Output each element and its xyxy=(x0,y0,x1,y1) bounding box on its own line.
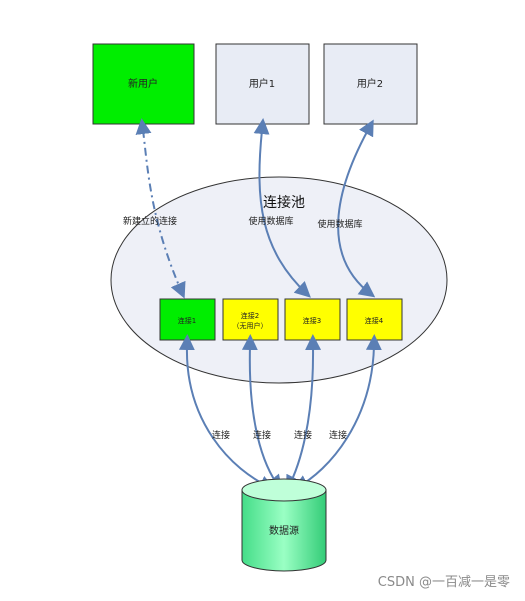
new-connection-edge-label: 新建立的连接 xyxy=(123,215,177,227)
link-edge-label-1: 连接 xyxy=(212,429,230,441)
use-db-edge-label-1: 使用数据库 xyxy=(248,215,293,227)
user2-label: 用户2 xyxy=(357,77,383,90)
link-edge-label-4: 连接 xyxy=(329,429,347,441)
user2-box xyxy=(323,43,418,125)
connection1-label: 连接1 xyxy=(178,316,196,325)
new-user-box xyxy=(92,43,195,125)
connection4-to-datasource-arrow xyxy=(292,334,382,490)
user1-to-connection3-arrow xyxy=(253,118,311,298)
link-edge-label-2: 连接 xyxy=(253,429,271,441)
connection2-label: 连接2 xyxy=(241,311,259,320)
user1-box xyxy=(215,43,310,125)
use-db-edge-label-2: 使用数据库 xyxy=(317,218,362,230)
new-user-label: 新用户 xyxy=(128,77,158,90)
connection2-note: （无用户） xyxy=(233,321,268,330)
connection4-label: 连接4 xyxy=(365,316,384,325)
datasource-cylinder xyxy=(241,478,327,572)
csdn-watermark: CSDN @一百减一是零 xyxy=(378,575,510,590)
link-edge-label-3: 连接 xyxy=(294,429,312,441)
user2-to-connection4-arrow xyxy=(337,119,376,298)
connection3-label: 连接3 xyxy=(303,316,321,325)
datasource-label: 数据源 xyxy=(269,524,299,537)
user1-label: 用户1 xyxy=(249,77,275,90)
pool-title: 连接池 xyxy=(263,194,305,211)
connection4-box xyxy=(346,298,403,341)
